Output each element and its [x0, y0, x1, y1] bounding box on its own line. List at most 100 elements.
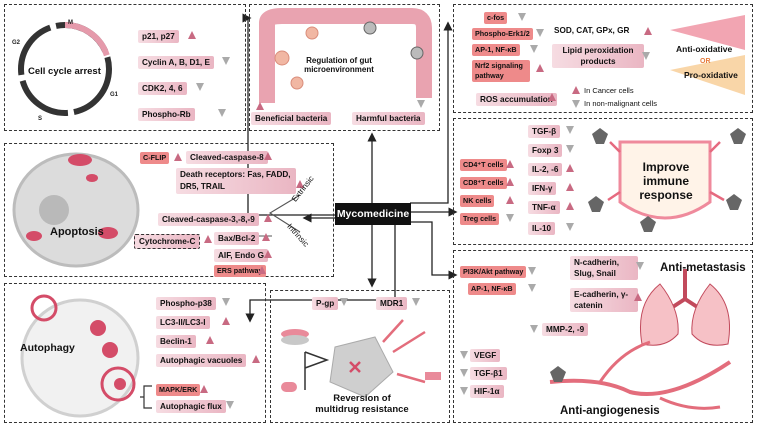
auto-p38: Phospho-p38 — [156, 297, 216, 310]
up-arrow-icon — [264, 152, 272, 160]
up-arrow-icon — [188, 31, 196, 39]
down-arrow-icon — [636, 262, 644, 270]
auto-beclin: Beclin-1 — [156, 335, 196, 348]
immune-title: Improve immune response — [639, 160, 693, 202]
meta-ncad: N-cadherin, Slug, Snail — [570, 256, 638, 280]
down-arrow-icon — [460, 369, 468, 377]
apo-ers: ERS pathway — [214, 265, 266, 277]
up-arrow-icon — [548, 93, 556, 101]
up-arrow-icon — [296, 180, 304, 188]
down-arrow-icon — [340, 298, 348, 306]
cc-item-p21: p21, p27 — [138, 30, 179, 43]
autophagy-panel — [4, 283, 266, 423]
oxidative-triangles — [670, 15, 745, 95]
ox-enzymes: SOD, CAT, GPx, GR — [554, 26, 630, 35]
up-arrow-icon — [262, 233, 270, 241]
mdr-mdr1: MDR1 — [376, 297, 408, 310]
gut-beneficial: Beneficial bacteria — [251, 112, 332, 125]
cc-item-rb: Phospho-Rb — [138, 108, 195, 121]
up-arrow-icon — [174, 153, 182, 161]
down-arrow-icon — [222, 298, 230, 306]
up-arrow-icon — [264, 214, 272, 222]
apo-death: Death receptors: Fas, FADD, DR5, TRAIL — [176, 168, 296, 194]
down-arrow-icon — [506, 214, 514, 222]
metastasis-panel — [453, 250, 753, 423]
legend-cancer: In Cancer cells — [584, 86, 634, 95]
apo-bax: Bax/Bcl-2 — [214, 232, 260, 245]
up-arrow-icon — [566, 183, 574, 191]
lungs-illustration — [639, 269, 731, 346]
autophagy-cell — [20, 294, 140, 418]
auto-vacuoles: Autophagic vacuoles — [156, 354, 247, 367]
cyto-il10: IL-10 — [528, 222, 556, 235]
auto-mapk: MAPK/ERK — [156, 384, 201, 396]
apoptosis-cell — [12, 152, 140, 268]
down-arrow-icon — [518, 13, 526, 21]
legend-down-icon — [572, 100, 580, 108]
phase-m-label: M — [68, 20, 73, 26]
meta-ecad: E-cadherin, γ- catenin — [570, 288, 638, 312]
cyto-foxp3: Foxp 3 — [528, 144, 563, 157]
legend-up-icon — [572, 86, 580, 94]
up-arrow-icon — [634, 293, 642, 301]
immune-cd8: CD8⁺T cells — [460, 177, 507, 189]
down-arrow-icon — [642, 52, 650, 60]
mdr-pgp: P-gp — [312, 297, 339, 310]
auto-flux: Autophagic flux — [156, 400, 226, 413]
down-arrow-icon — [566, 145, 574, 153]
down-arrow-icon — [460, 351, 468, 359]
angio-hif: HIF-1α — [470, 385, 504, 398]
down-arrow-icon — [226, 401, 234, 409]
ox-lipid: Lipid peroxidation products — [552, 44, 644, 68]
legend-normal: In non-malignant cells — [584, 99, 657, 108]
auto-lc3: LC3-II/LC3-I — [156, 316, 210, 329]
up-arrow-icon — [506, 178, 514, 186]
immune-panel — [453, 118, 753, 245]
ox-ros: ROS accumulation — [476, 93, 557, 106]
apoptosis-panel — [4, 143, 334, 277]
gut-title: Regulation of gut microenvironment — [304, 56, 374, 74]
up-arrow-icon — [206, 336, 214, 344]
down-arrow-icon — [566, 126, 574, 134]
apo-cytoc: Cytochrome-C — [134, 234, 201, 249]
up-arrow-icon — [222, 317, 230, 325]
ox-pro: Pro-oxidative — [684, 70, 738, 80]
ox-anti: Anti-oxidative — [676, 44, 733, 54]
phase-s-label: S — [38, 116, 42, 122]
cell-cycle-panel — [4, 4, 246, 131]
down-arrow-icon — [530, 45, 538, 53]
down-arrow-icon — [417, 100, 425, 108]
up-arrow-icon — [252, 355, 260, 363]
angio-title: Anti-angiogenesis — [560, 405, 660, 417]
cell-cycle-title: Cell cycle arrest — [28, 66, 101, 77]
up-arrow-icon — [506, 196, 514, 204]
mdr-illustration — [281, 319, 441, 398]
angio-vegf: VEGF — [470, 349, 501, 362]
down-arrow-icon — [528, 284, 536, 292]
down-arrow-icon — [460, 387, 468, 395]
down-arrow-icon — [566, 223, 574, 231]
cc-item-cyclin: Cyclin A, B, D1, E — [138, 56, 214, 69]
gut-panel — [249, 4, 440, 131]
phase-g2-label: G2 — [12, 40, 21, 46]
ox-or: OR — [700, 58, 711, 65]
up-arrow-icon — [506, 160, 514, 168]
gut-harmful: Harmful bacteria — [352, 112, 425, 125]
cyto-tgfb: TGF-β — [528, 125, 561, 138]
mdr-panel — [270, 290, 450, 423]
down-arrow-icon — [196, 83, 204, 91]
ox-nrf2: Nrf2 signaling pathway — [472, 60, 530, 82]
up-arrow-icon — [256, 102, 264, 110]
down-arrow-icon — [218, 109, 226, 117]
immune-nk: NK cells — [460, 195, 495, 207]
cyto-tnf: TNF-α — [528, 201, 560, 214]
apo-caspase8: Cleaved-caspase-8 — [186, 151, 268, 164]
up-arrow-icon — [566, 164, 574, 172]
immune-figure — [588, 128, 746, 232]
apo-aif: AIF, Endo G — [214, 249, 268, 262]
up-arrow-icon — [200, 385, 208, 393]
ox-erk: Phospho-Erk1/2 — [472, 28, 533, 40]
phase-g1-label: G1 — [110, 92, 119, 98]
meta-pi3k: PI3K/Akt pathway — [460, 266, 527, 278]
